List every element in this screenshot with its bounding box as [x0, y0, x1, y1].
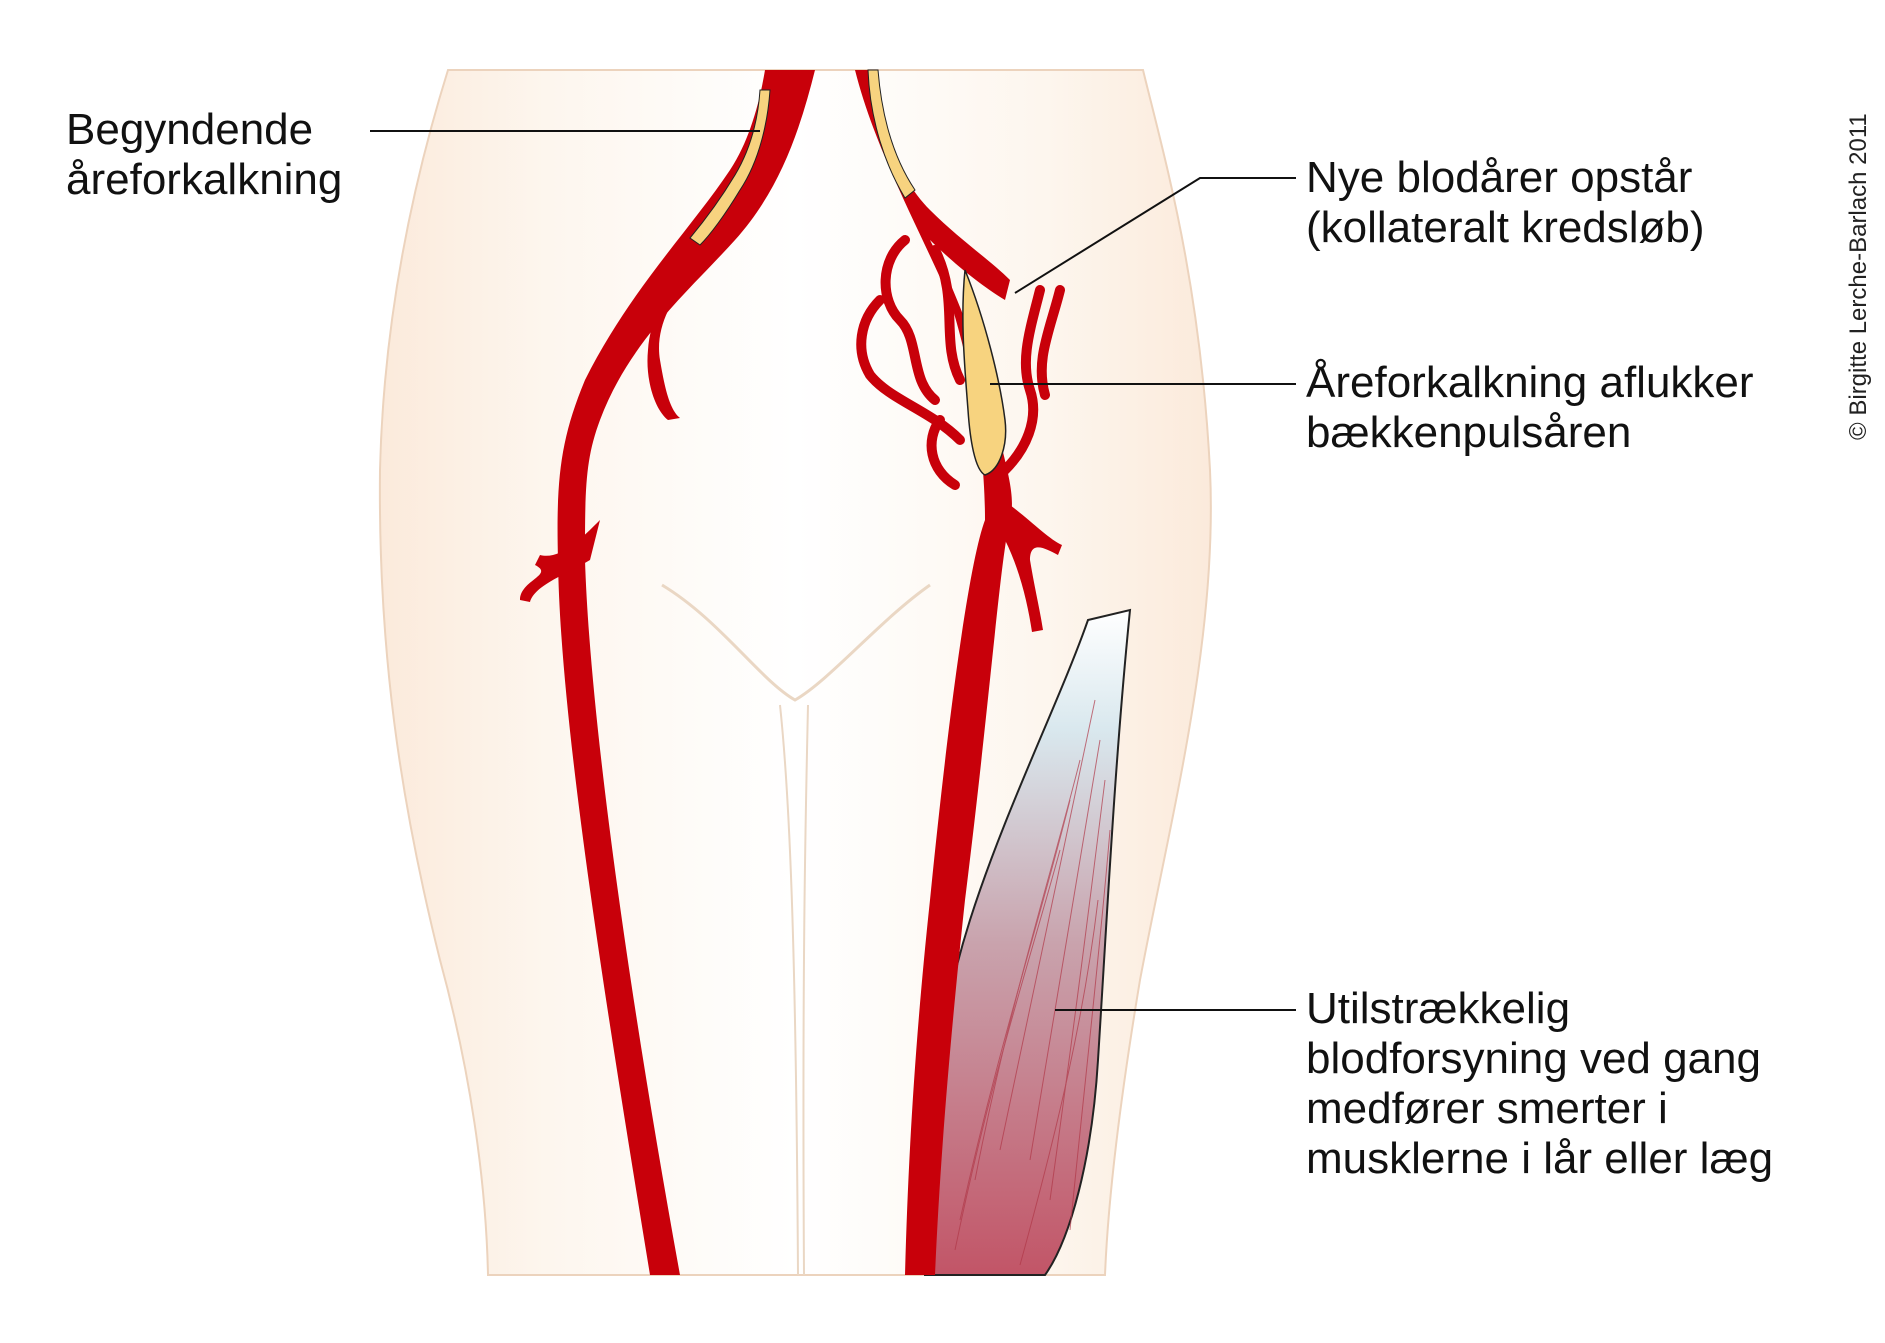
label-areforkalkning-aflukker: Åreforkalkning aflukker bækkenpulsåren	[1306, 358, 1754, 458]
plaque-upper-right	[867, 69, 916, 199]
copyright-notice: © Birgitte Lerche-Barlach 2011	[1845, 113, 1872, 440]
label-line: musklerne i lår eller læg	[1306, 1134, 1774, 1183]
plaque-upper-left	[689, 89, 771, 246]
label-line: medfører smerter i	[1306, 1084, 1668, 1133]
label-begyndende-areforkalkning: Begyndende åreforkalkning	[66, 105, 342, 205]
label-utilstraekkelig-blodforsyning: Utilstrækkelig blodforsyning ved gang me…	[1306, 984, 1773, 1184]
label-line: bækkenpulsåren	[1306, 408, 1632, 457]
left-internal-branch	[647, 270, 690, 420]
plaque-occlusion	[962, 269, 1007, 476]
label-line: (kollateralt kredsløb)	[1306, 203, 1705, 252]
groin-contour	[661, 583, 931, 702]
label-nye-blodarer: Nye blodårer opstår (kollateralt kredslø…	[1306, 153, 1705, 253]
label-line: blodforsyning ved gang	[1306, 1034, 1761, 1083]
left-branch	[520, 520, 600, 602]
leader-nye	[1014, 177, 1296, 294]
label-line: Nye blodårer opstår	[1306, 153, 1693, 202]
label-line: Åreforkalkning aflukker	[1306, 358, 1754, 407]
muscle-fibers	[954, 699, 1111, 1266]
leg-divider	[779, 704, 809, 1276]
label-line: åreforkalkning	[66, 155, 343, 204]
collateral-vessels	[856, 235, 1065, 490]
left-artery	[557, 70, 815, 1275]
thigh-muscle	[922, 608, 1132, 1276]
label-line: Begyndende	[66, 105, 314, 154]
right-lower-branch	[1005, 505, 1062, 632]
label-line: Utilstrækkelig	[1306, 984, 1571, 1033]
